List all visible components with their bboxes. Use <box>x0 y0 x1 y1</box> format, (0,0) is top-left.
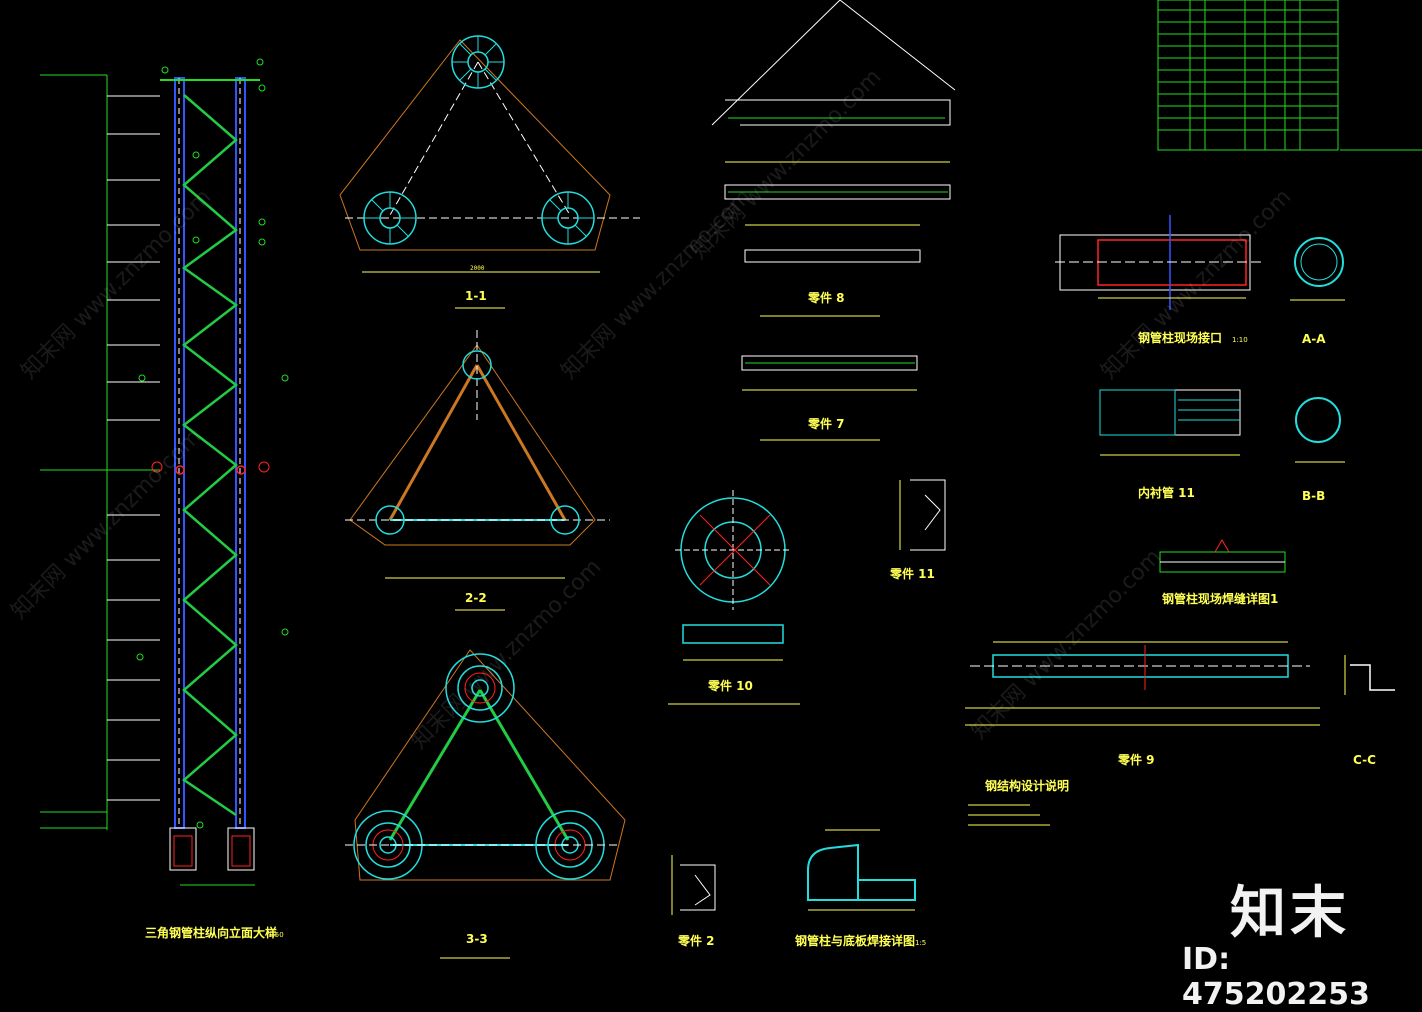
watermark-1: 知末网 www.znzmo.com <box>17 184 217 384</box>
part-2: 零件 2 <box>671 855 716 948</box>
part-10: 零件 10 <box>668 490 800 705</box>
part-8-title: 零件 8 <box>807 290 845 305</box>
column-elevation: 三角钢管柱纵向立面大样 1:50 <box>40 58 289 940</box>
bom-table <box>1157 0 1422 151</box>
splice-title: 钢管柱现场接口 <box>1138 330 1222 345</box>
weld-detail-title: 钢管柱现场焊缝详图1 <box>1162 591 1278 606</box>
splice-scale: 1:10 <box>1232 336 1248 344</box>
section-c-c-title: C-C <box>1353 753 1376 767</box>
section-b-b-title: B-B <box>1302 489 1325 503</box>
base-weld-title: 钢管柱与底板焊接详图 <box>795 933 915 948</box>
part-10-title: 零件 10 <box>707 678 753 693</box>
design-notes: 钢结构设计说明 <box>968 778 1069 826</box>
part-2-title: 零件 2 <box>677 933 715 948</box>
base-weld-scale: 1:5 <box>915 939 926 947</box>
splice-detail: 钢管柱现场接口 1:10 A-A 内衬管 11 B-B 钢管柱现场焊缝详图1 <box>1055 215 1345 606</box>
elevation-title: 三角钢管柱纵向立面大样 <box>145 925 277 940</box>
notes-title: 钢结构设计说明 <box>985 778 1069 793</box>
watermark-6: 知末网 www.znzmo.com <box>967 544 1167 744</box>
elevation-scale: 1:50 <box>268 931 284 939</box>
part-7: 零件 7 <box>741 355 918 441</box>
part-9: 零件 9 C-C <box>965 641 1395 767</box>
section-1-1-dim: 2000 <box>470 265 485 272</box>
section-a-a-title: A-A <box>1302 332 1326 346</box>
part-8: 零件 8 <box>711 0 956 317</box>
section-3-3: 3-3 <box>345 649 626 959</box>
section-2-2: 2-2 <box>345 330 610 611</box>
section-1-1: 2000 1-1 <box>339 35 640 309</box>
part-11: 零件 11 <box>889 479 946 581</box>
base-weld-detail: 钢管柱与底板焊接详图 1:5 <box>795 829 926 948</box>
section-1-1-title: 1-1 <box>465 289 487 303</box>
section-2-2-title: 2-2 <box>465 591 487 605</box>
watermark-5: 知末网 www.znzmo.com <box>687 64 887 264</box>
liner-title: 内衬管 11 <box>1138 485 1195 500</box>
section-3-3-title: 3-3 <box>466 932 488 946</box>
part-7-title: 零件 7 <box>807 416 845 431</box>
watermark-4: 知末网 www.znzmo.com <box>407 554 607 754</box>
brand-logo: 知末 <box>1230 881 1350 946</box>
watermark-2: 知末网 www.znzmo.com <box>7 424 207 624</box>
part-11-title: 零件 11 <box>889 566 935 581</box>
watermarks: 知末网 www.znzmo.com 知末网 www.znzmo.com 知末网 … <box>7 64 1297 754</box>
part-9-title: 零件 9 <box>1117 752 1155 767</box>
image-id: ID: 475202253 <box>1182 942 1370 1012</box>
